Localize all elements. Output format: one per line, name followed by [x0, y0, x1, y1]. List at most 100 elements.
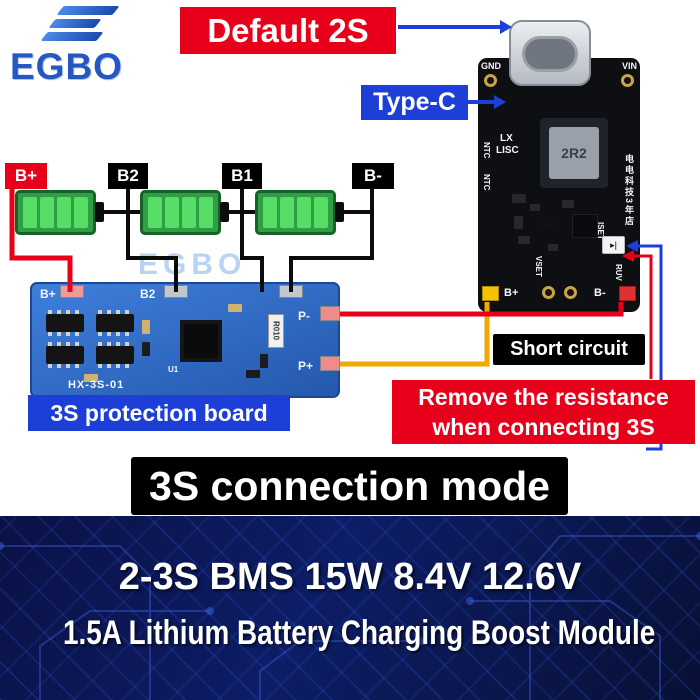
usb-type-c-connector: [509, 20, 591, 86]
smd-component: [142, 320, 150, 334]
bms-silkscreen-pminus: P-: [298, 309, 310, 323]
silkscreen-iset: ISET: [596, 222, 605, 240]
battery-cell: [40, 197, 54, 228]
wire-orange-pplus: [340, 302, 490, 367]
remove-resistance-line1: Remove the resistance: [418, 384, 669, 410]
logo-bar: [48, 19, 102, 28]
type-c-slot: [522, 36, 578, 72]
remove-resistance-callout: Remove the resistance when connecting 3S: [392, 380, 695, 444]
removable-resistor: ▸|: [602, 236, 625, 254]
logo-bar: [40, 32, 104, 41]
inductor-label: 2R2: [561, 145, 587, 161]
charger-pad-bminus: [619, 286, 636, 301]
bms-model-text: HX-3S-01: [68, 379, 125, 391]
bms-silkscreen-u1: U1: [168, 365, 179, 374]
smd-component: [540, 218, 558, 229]
mounting-hole: [621, 74, 634, 87]
battery-cell: [182, 197, 196, 228]
silkscreen-side-text: 电电科技3年店: [624, 154, 634, 228]
battery-body: [255, 190, 336, 235]
battery-cell: [74, 197, 88, 228]
battery-cell: [148, 197, 162, 228]
battery-cell: [314, 197, 328, 228]
shunt-resistor: R010: [268, 314, 284, 348]
battery-icon: [255, 190, 344, 235]
battery-cell: [280, 197, 294, 228]
bms-protection-board: B+ B2 P- P+ U1 R010 HX-3S-01: [30, 282, 340, 398]
pad-hole: [542, 286, 555, 299]
silkscreen-vset: VSET: [534, 256, 543, 277]
battery-cell: [297, 197, 311, 228]
arrow-blue-default2s: [398, 20, 512, 34]
mosfet-chip: [46, 310, 84, 336]
smd-component: [530, 204, 540, 211]
battery-cell: [23, 197, 37, 228]
footer-title-text: 1.5A Lithium Battery Charging Boost Modu…: [63, 614, 656, 652]
resistor-mark: ▸|: [610, 239, 617, 250]
charger-silkscreen-bplus: B+: [504, 287, 519, 299]
silkscreen-lisc: LISC: [496, 145, 519, 156]
battery-body: [140, 190, 221, 235]
default-2s-callout: Default 2S: [180, 7, 396, 54]
bms-pad-bplus: [60, 285, 84, 298]
charger-ic: [572, 214, 598, 238]
mosfet-chip: [96, 310, 134, 336]
battery-terminal: [335, 202, 344, 222]
silkscreen-ruv: RUV: [614, 264, 623, 281]
smd-component: [512, 194, 526, 203]
circuit-pattern: [0, 532, 700, 700]
bms-pad-pminus: [320, 306, 340, 321]
watermark-text: EGBO: [138, 248, 247, 281]
footer-spec-text: 2-3S BMS 15W 8.4V 12.6V: [118, 556, 582, 598]
battery-icon: [140, 190, 229, 235]
power-inductor: 2R2: [540, 118, 608, 188]
bms-silkscreen-bplus: B+: [40, 287, 56, 301]
smd-component: [548, 244, 558, 251]
battery-terminal: [95, 202, 104, 222]
shunt-resistor-label: R010: [271, 321, 281, 341]
silkscreen-gnd: GND: [481, 61, 501, 71]
battery-tag-b1: B1: [222, 163, 262, 189]
smd-component: [246, 370, 260, 378]
silkscreen-lx: LX: [500, 133, 513, 144]
mounting-hole: [484, 74, 497, 87]
remove-resistance-line2: when connecting 3S: [432, 414, 655, 440]
pad-hole: [564, 286, 577, 299]
silkscreen-ntc-top: NTC: [482, 142, 491, 159]
smd-component: [142, 342, 150, 356]
type-c-callout: Type-C: [361, 85, 468, 120]
battery-cell: [57, 197, 71, 228]
connection-mode-banner: 3S connection mode: [131, 457, 568, 515]
smd-component: [518, 236, 530, 244]
bms-pad-b1: [279, 285, 303, 298]
bms-silkscreen-b2: B2: [140, 287, 156, 301]
smd-component: [514, 216, 523, 229]
mosfet-chip: [96, 342, 134, 368]
bms-pad-pplus: [320, 356, 340, 371]
egbo-logo-icon: [40, 6, 122, 45]
smd-component: [228, 304, 242, 312]
silkscreen-vin: VIN: [621, 61, 637, 71]
battery-tag-bplus: B+: [5, 163, 47, 189]
brand-name: EGBO: [10, 46, 123, 87]
battery-tag-b2: B2: [108, 163, 148, 189]
battery-terminal: [220, 202, 229, 222]
battery-body: [15, 190, 96, 235]
charger-boost-board: GND VIN LX LISC 2R2 NTC NTC VSET ISET RU…: [478, 20, 640, 312]
logo-bar: [56, 6, 120, 15]
battery-cell: [263, 197, 277, 228]
footer: 2-3S BMS 15W 8.4V 12.6V 1.5A Lithium Bat…: [0, 516, 700, 700]
bms-silkscreen-pplus: P+: [298, 359, 314, 373]
egbo-logo: EGBO: [6, 4, 166, 90]
charger-pad-bplus: [482, 286, 499, 301]
battery-tag-bminus: B-: [352, 163, 394, 189]
protection-board-callout: 3S protection board: [28, 395, 290, 431]
battery-cell: [165, 197, 179, 228]
battery-icon: [15, 190, 104, 235]
smd-component: [562, 200, 574, 208]
silkscreen-ntc-bottom: NTC: [482, 174, 491, 191]
bms-pad-b2: [164, 285, 188, 298]
smd-component: [84, 374, 98, 382]
inductor-top: 2R2: [549, 127, 599, 179]
